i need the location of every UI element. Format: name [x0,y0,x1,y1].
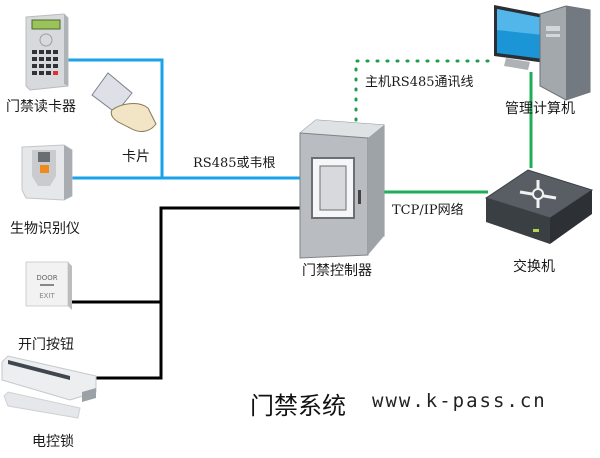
hand-holding-card-icon [91,72,157,132]
io-wiring-line [70,206,300,380]
rs485-wiegand-line [68,58,300,180]
biometric-label: 生物识别仪 [10,221,80,237]
door-text: DOOR [36,274,57,282]
desktop-computer-icon [494,5,591,101]
magnetic-lock-icon [1,355,97,419]
exit-button-label: 开门按钮 [18,337,74,353]
keypad-card-reader-icon [25,13,69,91]
controller-label: 门禁控制器 [302,263,372,279]
computer-label: 管理计算机 [505,101,575,117]
card-reader-label: 门禁读卡器 [6,99,76,115]
fingerprint-reader-icon [21,144,73,201]
rs485-wiegand-label: RS485或韦根 [193,156,276,171]
diagram-title: 门禁系统 [250,392,346,420]
host-rs485-label: 主机RS485通讯线 [365,75,474,90]
card-label: 卡片 [122,149,150,165]
tcpip-label: TCP/IP网络 [392,203,464,218]
switch-label: 交换机 [513,259,555,275]
control-cabinet-icon [299,119,385,259]
host-rs485-dotted-line [354,59,497,132]
door-exit-button-icon: DOOR EXIT [25,261,72,310]
network-switch-icon [484,169,594,244]
electric-lock-label: 电控锁 [32,434,74,450]
exit-text: EXIT [39,292,55,300]
website-text: www.k-pass.cn [372,390,547,412]
